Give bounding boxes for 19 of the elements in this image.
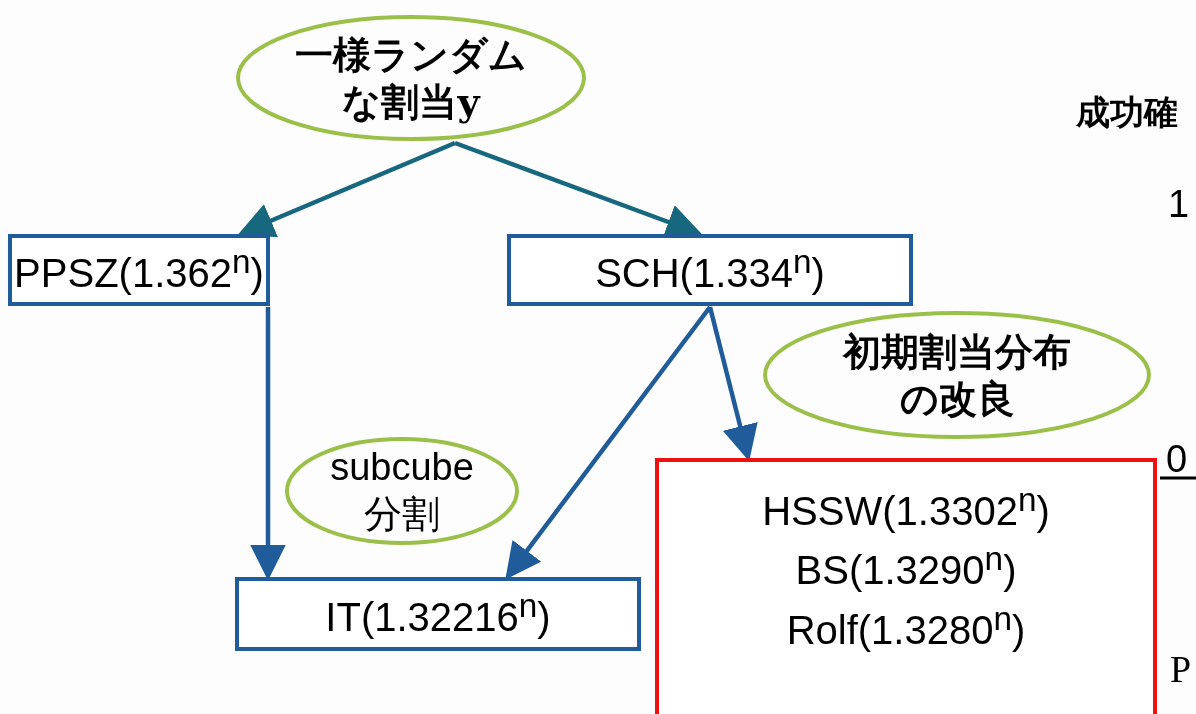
side-text: 0 (1166, 440, 1188, 478)
ellipse-text: subcube 分割 (329, 444, 475, 537)
algorithm-box: SCH(1.334$^{n}$) (507, 234, 913, 306)
side-text: 成功確 (1076, 95, 1178, 129)
algorithm-box: PPSZ(1.362$^{n}$) (8, 234, 270, 306)
ellipse-note (235, 14, 587, 142)
ellipse-note (284, 436, 520, 546)
side-text: 1 (1168, 185, 1190, 223)
algorithm-box: IT(1.32216$^{n}$) (235, 577, 641, 651)
algorithm-label: Rolf(1.3280$^{n}$) (786, 600, 1026, 652)
arrow (237, 140, 456, 238)
ellipse-text: 一様ランダムな割当y (294, 30, 528, 126)
arrow (505, 305, 712, 580)
ellipse-note (762, 310, 1152, 440)
algorithm-label: HSSW(1.3302$^{n}$) (762, 482, 1050, 534)
result-box (655, 458, 1157, 714)
algorithm-label: BS(1.3290$^{n}$) (795, 541, 1017, 593)
ellipse-text: 初期割当分布の改良 (841, 327, 1072, 423)
side-text: P (1170, 650, 1192, 688)
